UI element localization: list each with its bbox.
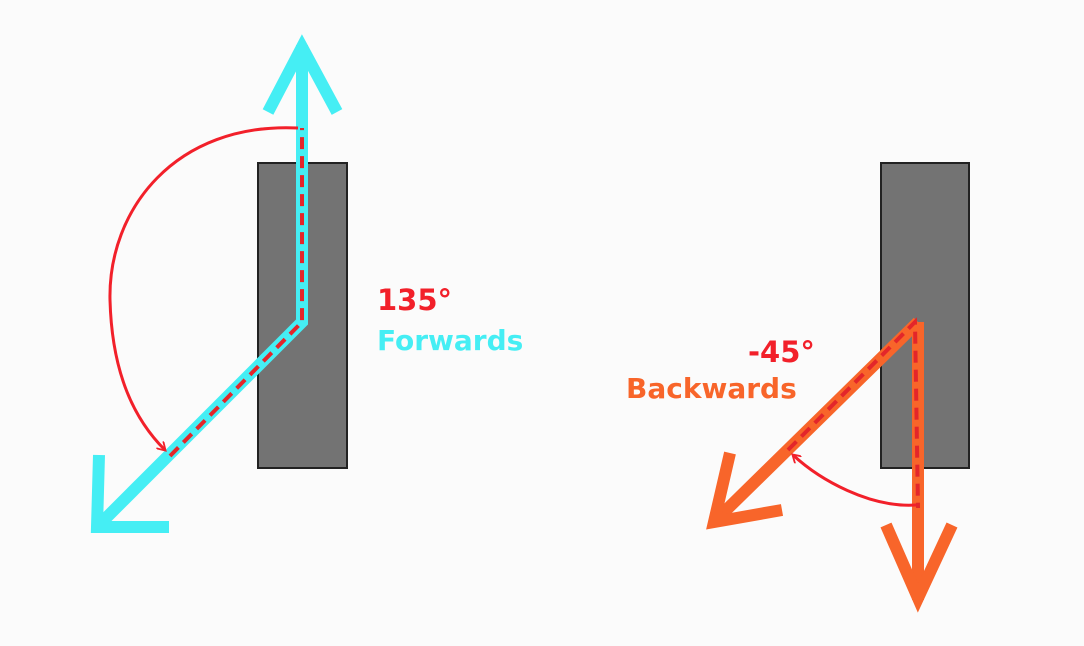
backwards-panel: -45° Backwards [626,162,970,613]
forwards-dashed-trace [168,128,304,458]
backwards-rotation-arc [793,455,917,507]
backwards-angle-label: -45° [748,335,815,369]
backwards-dashed-trace [786,317,920,509]
backwards-direction-label: Backwards [626,372,797,405]
forwards-panel: 135° Forwards [90,34,523,533]
backwards-vertical-arrow [880,322,958,613]
right-block [880,162,970,469]
forwards-angle-label: 135° [377,283,452,317]
forwards-direction-label: Forwards [377,324,523,357]
forwards-rotation-arc [108,126,299,450]
